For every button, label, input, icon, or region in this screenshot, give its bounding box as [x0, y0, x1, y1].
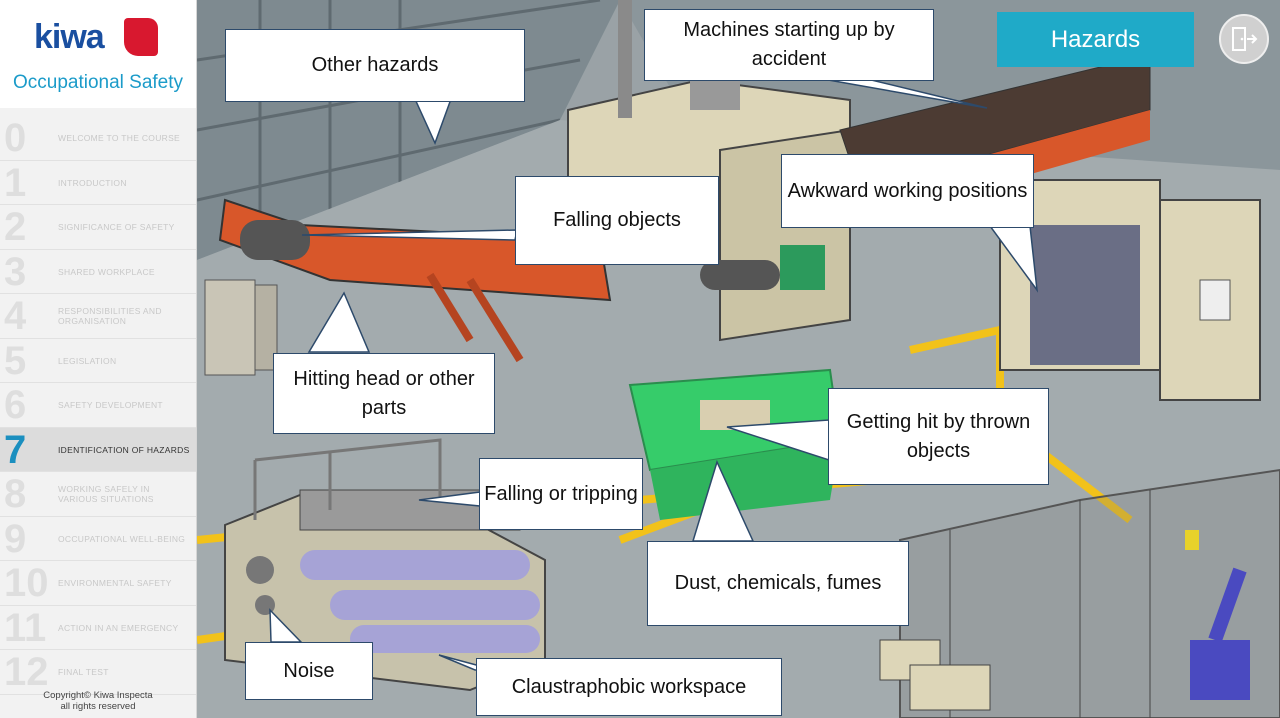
chapter-menu: 0 WELCOME TO THE COURSE 1 INTRODUCTION 2 SIGN… — [0, 116, 196, 695]
chapter-item-9[interactable]: 9 OCCUPATIONAL WELL-BEING — [0, 516, 196, 561]
course-sidebar: kiwa Occupational Safety 0 WELCOME TO THE… — [0, 0, 197, 718]
callout-hitting-head: Hitting head or other parts — [273, 353, 495, 434]
kiwa-logo-flag — [124, 18, 158, 56]
copyright-line-1: Copyright© Kiwa Inspecta — [43, 690, 153, 701]
chapter-label: FINAL TEST — [58, 667, 109, 677]
chapter-item-7[interactable]: 7 IDENTIFICATION OF HAZARDS — [0, 427, 196, 472]
callout-tails — [269, 77, 1039, 671]
chapter-number: 3 — [4, 249, 27, 294]
subtitle-pointer — [88, 100, 106, 108]
chapter-number: 10 — [4, 561, 49, 605]
chapter-label: SHARED WORKPLACE — [58, 266, 155, 277]
chapter-label: IDENTIFICATION OF HAZARDS — [58, 444, 190, 455]
chapter-label: ENVIRONMENTAL SAFETY — [58, 578, 172, 588]
kiwa-logo: kiwa — [34, 18, 105, 56]
chapter-number: 2 — [4, 205, 27, 249]
tail-other-hazards — [413, 98, 453, 145]
chapter-number: 7 — [4, 427, 27, 472]
chapter-number: 11 — [4, 605, 47, 650]
chapter-item-10[interactable]: 10 ENVIRONMENTAL SAFETY — [0, 561, 196, 606]
chapter-item-12[interactable]: 12 FINAL TEST — [0, 650, 196, 695]
tail-hitting-head — [307, 291, 371, 353]
chapter-item-11[interactable]: 11 ACTION IN AN EMERGENCY — [0, 605, 196, 650]
chapter-item-1[interactable]: 1 INTRODUCTION — [0, 160, 196, 205]
tail-machines — [816, 77, 988, 109]
chapter-number: 0 — [4, 116, 27, 160]
chapter-label: INTRODUCTION — [58, 177, 127, 188]
chapter-label: RESPONSIBILITIES AND ORGANISATION — [58, 306, 162, 326]
hazards-tab[interactable]: Hazards — [997, 12, 1194, 67]
tail-noise — [269, 608, 303, 643]
chapter-item-0[interactable]: 0 WELCOME TO THE COURSE — [0, 116, 196, 161]
chapter-item-2[interactable]: 2 SIGNIFICANCE OF SAFETY — [0, 205, 196, 250]
callout-noise: Noise — [245, 642, 373, 700]
callout-awkward-working-positions: Awkward working positions — [781, 154, 1034, 228]
chapter-item-3[interactable]: 3 SHARED WORKPLACE — [0, 249, 196, 294]
callout-falling-objects: Falling objects — [515, 176, 719, 265]
chapter-number: 8 — [4, 472, 27, 516]
chapter-item-6[interactable]: 6 SAFETY DEVELOPMENT — [0, 383, 196, 428]
callout-thrown-objects: Getting hit by thrown objects — [828, 388, 1049, 485]
tail-awkward — [988, 225, 1039, 293]
callout-other-hazards: Other hazards — [225, 29, 525, 102]
logo-area: kiwa Occupational Safety — [0, 0, 196, 108]
callout-falling-or-tripping: Falling or tripping — [479, 458, 643, 530]
course-subtitle: Occupational Safety — [12, 72, 184, 93]
chapter-number: 9 — [4, 516, 27, 561]
chapter-item-5[interactable]: 5 LEGISLATION — [0, 338, 196, 383]
exit-button[interactable] — [1219, 14, 1269, 64]
chapter-label: SAFETY DEVELOPMENT — [58, 400, 163, 410]
copyright-line-2: all rights reserved — [60, 701, 136, 712]
exit-door-icon — [1232, 27, 1258, 51]
copyright: Copyright© Kiwa Inspecta all rights rese… — [0, 690, 196, 712]
callout-dust-chemicals-fumes: Dust, chemicals, fumes — [647, 541, 909, 626]
chapter-label: OCCUPATIONAL WELL-BEING — [58, 533, 186, 544]
chapter-item-4[interactable]: 4 RESPONSIBILITIES AND ORGANISATION — [0, 294, 196, 339]
tail-falling-objects — [301, 229, 518, 241]
chapter-label: LEGISLATION — [58, 355, 117, 366]
tail-dust — [691, 459, 755, 542]
chapter-label: WORKING SAFELY IN VARIOUS SITUATIONS — [58, 484, 154, 504]
chapter-item-8[interactable]: 8 WORKING SAFELY IN VARIOUS SITUATIONS — [0, 472, 196, 517]
chapter-label: WELCOME TO THE COURSE — [58, 133, 181, 143]
chapter-number: 4 — [4, 294, 27, 338]
chapter-label: ACTION IN AN EMERGENCY — [58, 622, 179, 633]
chapter-number: 12 — [4, 650, 49, 694]
tail-thrown — [726, 419, 830, 462]
callout-claustrophobic-workspace: Claustraphobic workspace — [476, 658, 782, 716]
callout-machines-starting-up: Machines starting up by accident — [644, 9, 934, 81]
chapter-label: SIGNIFICANCE OF SAFETY — [58, 222, 175, 232]
chapter-number: 5 — [4, 338, 27, 383]
chapter-number: 6 — [4, 383, 27, 427]
tail-falling-tripping — [418, 491, 481, 507]
chapter-number: 1 — [4, 160, 27, 205]
